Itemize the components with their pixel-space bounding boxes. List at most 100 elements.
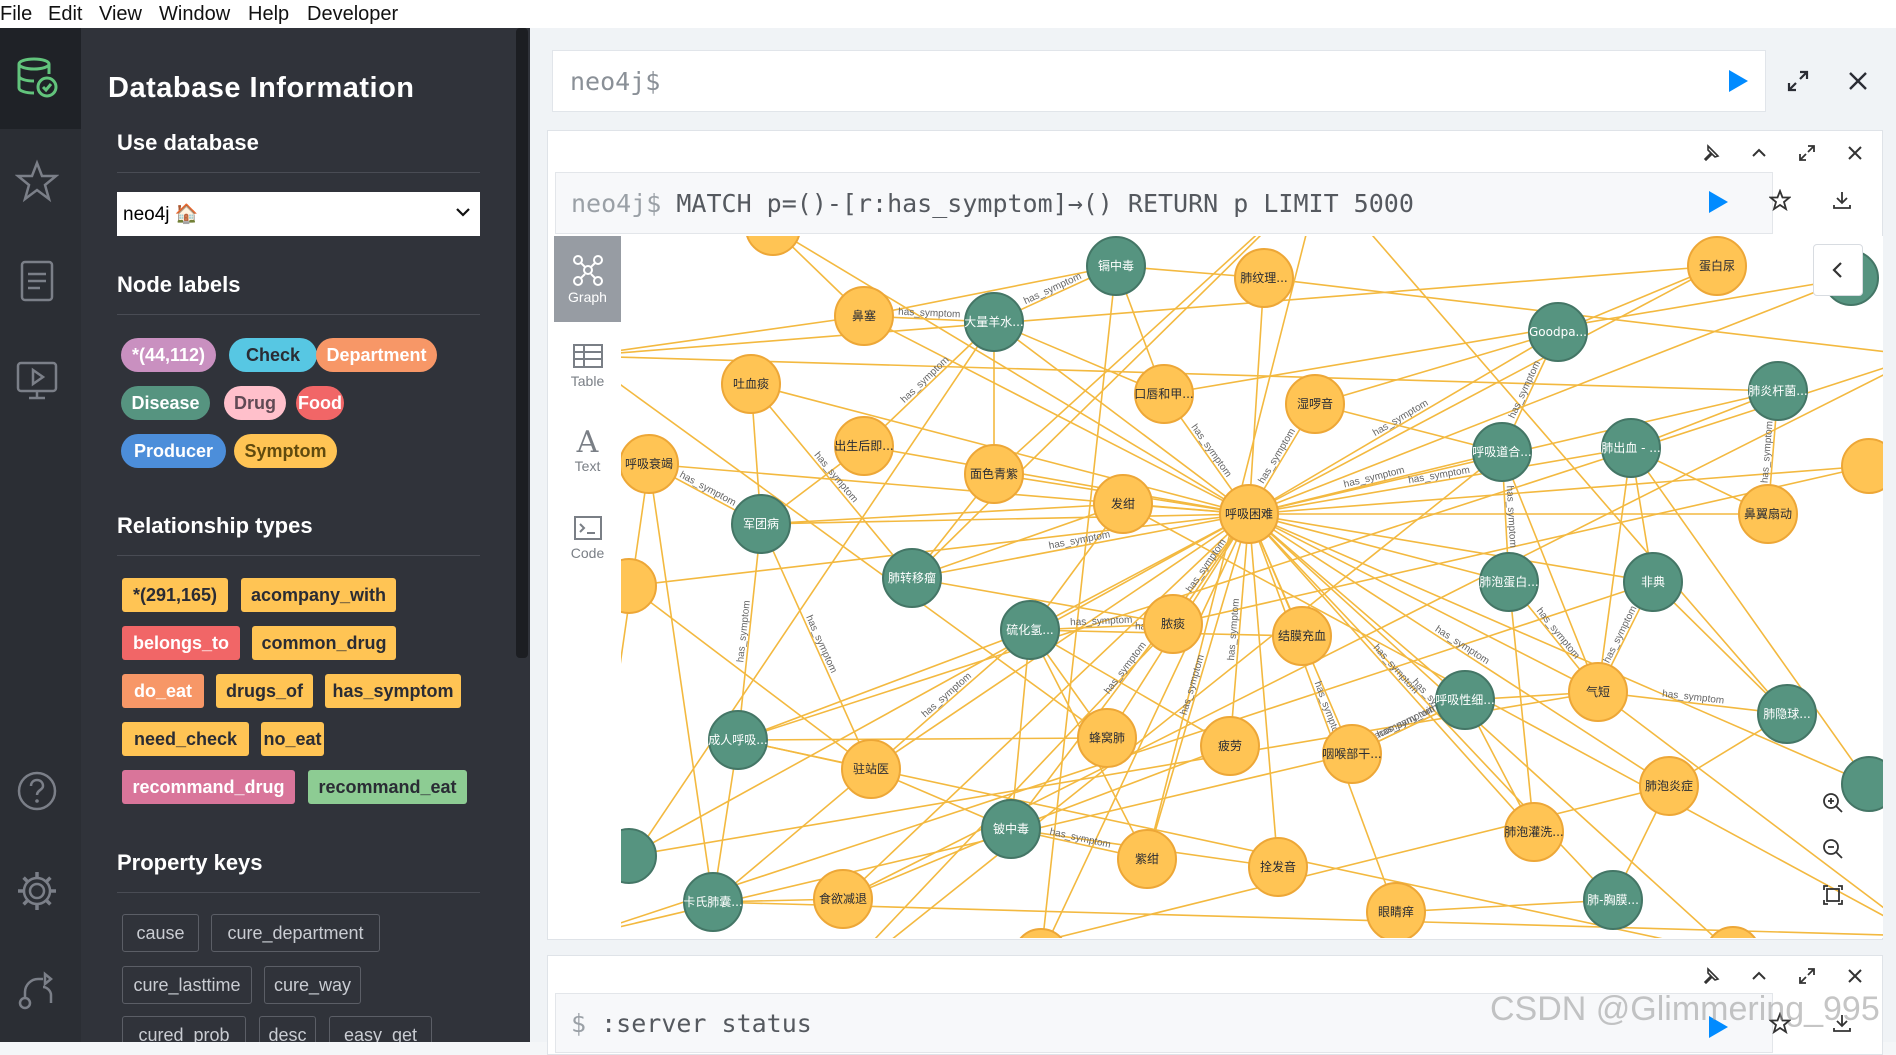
- property-key-cause[interactable]: cause: [122, 914, 199, 952]
- menu-help[interactable]: Help: [248, 2, 290, 25]
- relationship-type-recommand_drug[interactable]: recommand_drug: [122, 770, 295, 804]
- relationship-edge[interactable]: [1248, 513, 1535, 833]
- node-label-department[interactable]: Department: [316, 338, 437, 372]
- relationship-edge[interactable]: [863, 445, 1250, 515]
- graph-node-symptom[interactable]: 吐血痰: [721, 354, 781, 414]
- node-label-disease[interactable]: Disease: [121, 386, 210, 420]
- relationship-edge[interactable]: [1029, 629, 1231, 747]
- graph-node-disease[interactable]: 硫化氢...: [1000, 600, 1060, 660]
- relationship-edge[interactable]: [1395, 899, 1614, 913]
- relationship-edge[interactable]: [1248, 513, 1670, 787]
- relationship-edge[interactable]: [737, 737, 1108, 741]
- relationship-edge[interactable]: [773, 236, 1250, 515]
- documents-icon[interactable]: [12, 256, 62, 306]
- relationship-edge[interactable]: [1652, 581, 1788, 715]
- graph-node-symptom[interactable]: 咽喉部干...: [1322, 724, 1382, 784]
- relationship-edge[interactable]: [621, 265, 1718, 356]
- graph-node-symptom[interactable]: 眼睛痒: [1366, 882, 1426, 938]
- graph-node-symptom[interactable]: 脓痰: [1143, 594, 1203, 654]
- graph-node-symptom[interactable]: 鼻翼扇动: [1738, 484, 1798, 544]
- graph-node[interactable]: [1706, 926, 1760, 938]
- relationship-edge[interactable]: [1248, 265, 1718, 515]
- relationship-type-has_symptom[interactable]: has_symptom: [325, 674, 461, 708]
- node-label-symptom[interactable]: Symptom: [234, 434, 337, 468]
- relationship-edge[interactable]: [1314, 331, 1559, 405]
- property-key-cure_way[interactable]: cure_way: [264, 966, 361, 1004]
- tab-table[interactable]: Table: [554, 322, 621, 408]
- graph-node-symptom[interactable]: 呼吸衰竭: [621, 434, 679, 494]
- node-label-44112[interactable]: *(44,112): [121, 338, 216, 372]
- fullscreen-frame-icon[interactable]: [1794, 963, 1820, 989]
- relationship-edge[interactable]: [1248, 513, 1870, 785]
- graph-node-disease[interactable]: 大量羊水...: [964, 292, 1024, 352]
- relationship-edge[interactable]: [750, 383, 913, 579]
- graph-node-symptom[interactable]: 气短: [1568, 662, 1628, 722]
- frame-query[interactable]: neo4j$ MATCH p=()-[r:has_symptom]→() RET…: [555, 172, 1773, 234]
- relationship-edge[interactable]: [628, 691, 1599, 857]
- relationship-edge[interactable]: [863, 315, 1250, 515]
- graph-node[interactable]: [1841, 438, 1883, 494]
- relationship-edge[interactable]: [821, 451, 1503, 938]
- relationship-edge[interactable]: [842, 828, 1012, 900]
- graph-node-symptom[interactable]: 面色青紫: [964, 444, 1024, 504]
- relationship-edge[interactable]: [1248, 513, 1397, 913]
- node-label-drug[interactable]: Drug: [224, 386, 286, 420]
- graph-node-disease[interactable]: 肺泡蛋白...: [1479, 552, 1539, 612]
- relationship-edge[interactable]: [1010, 745, 1231, 830]
- relationship-edge[interactable]: [1508, 581, 1535, 833]
- relationship-edge[interactable]: [1597, 691, 1788, 715]
- graph-node-disease[interactable]: 肺隐球...: [1757, 684, 1817, 744]
- graph-node-symptom[interactable]: 拴发音: [1248, 837, 1308, 897]
- relationship-edge[interactable]: [1248, 513, 1599, 693]
- menu-developer[interactable]: Developer: [307, 2, 399, 25]
- relationship-edge[interactable]: [911, 577, 1174, 625]
- command-editor[interactable]: neo4j$: [552, 50, 1766, 112]
- relationship-edge[interactable]: [1010, 629, 1031, 830]
- relationship-type-need_check[interactable]: need_check: [122, 722, 249, 756]
- graph-node-symptom[interactable]: 蜂窝肺: [1077, 708, 1137, 768]
- download-icon[interactable]: [1829, 1010, 1855, 1036]
- graph-node-disease[interactable]: 军团病: [731, 494, 791, 554]
- fit-to-screen-icon[interactable]: [1820, 882, 1846, 908]
- zoom-out-icon[interactable]: [1820, 836, 1846, 862]
- relationship-edge[interactable]: [648, 463, 714, 903]
- relationship-edge[interactable]: [628, 513, 1250, 587]
- relationship-edge[interactable]: [870, 513, 1250, 770]
- graph-node-disease[interactable]: 铍中毒: [981, 799, 1041, 859]
- relationship-edge[interactable]: [621, 463, 650, 936]
- graph-node-disease[interactable]: 成人呼吸...: [708, 710, 768, 770]
- collapse-frame-icon[interactable]: [1746, 963, 1772, 989]
- menu-edit[interactable]: Edit: [48, 2, 83, 25]
- relationship-edge[interactable]: [1229, 513, 1250, 747]
- relationship-edge[interactable]: [1248, 465, 1870, 515]
- graph-node-disease[interactable]: 肺出血 - ...: [1601, 418, 1661, 478]
- relationship-edge[interactable]: [911, 513, 1250, 579]
- graph-node-symptom[interactable]: 发绀: [1093, 474, 1153, 534]
- relationship-edge[interactable]: [737, 629, 1031, 741]
- graph-node-symptom[interactable]: 驻站医: [841, 739, 901, 799]
- relationship-edge[interactable]: [1010, 513, 1250, 830]
- graph-svg[interactable]: has_symptomhas_symptomhas_symptomhas_sym…: [621, 236, 1883, 938]
- relationship-edge[interactable]: [737, 356, 1883, 741]
- pin-icon[interactable]: [1698, 140, 1724, 166]
- graph-node-symptom[interactable]: 湿啰音: [1285, 374, 1345, 434]
- relationship-edge[interactable]: [760, 523, 872, 770]
- graph-node-disease[interactable]: 卡氏肺囊...: [683, 872, 743, 932]
- relationship-type-no_eat[interactable]: no_eat: [261, 722, 324, 756]
- graph-node-disease[interactable]: 呼吸性细...: [1435, 670, 1495, 730]
- graph-node[interactable]: [1014, 928, 1068, 938]
- relationship-edge[interactable]: [993, 321, 1250, 515]
- node-label-check[interactable]: Check: [229, 338, 317, 372]
- relationship-edge[interactable]: [621, 356, 1779, 392]
- relationship-type-acompany_with[interactable]: acompany_with: [241, 578, 396, 612]
- fullscreen-editor-icon[interactable]: [1785, 68, 1811, 94]
- relationship-type-do_eat[interactable]: do_eat: [122, 674, 204, 708]
- relationship-edge[interactable]: [1146, 513, 1250, 860]
- relationship-edge[interactable]: [870, 629, 1031, 770]
- download-icon[interactable]: [1829, 187, 1855, 213]
- relationship-edge[interactable]: [621, 321, 995, 936]
- collapse-frame-icon[interactable]: [1746, 140, 1772, 166]
- graph-node-symptom[interactable]: 呼吸困难: [1219, 484, 1279, 544]
- graph-node[interactable]: [621, 828, 657, 884]
- guides-icon[interactable]: [12, 355, 62, 405]
